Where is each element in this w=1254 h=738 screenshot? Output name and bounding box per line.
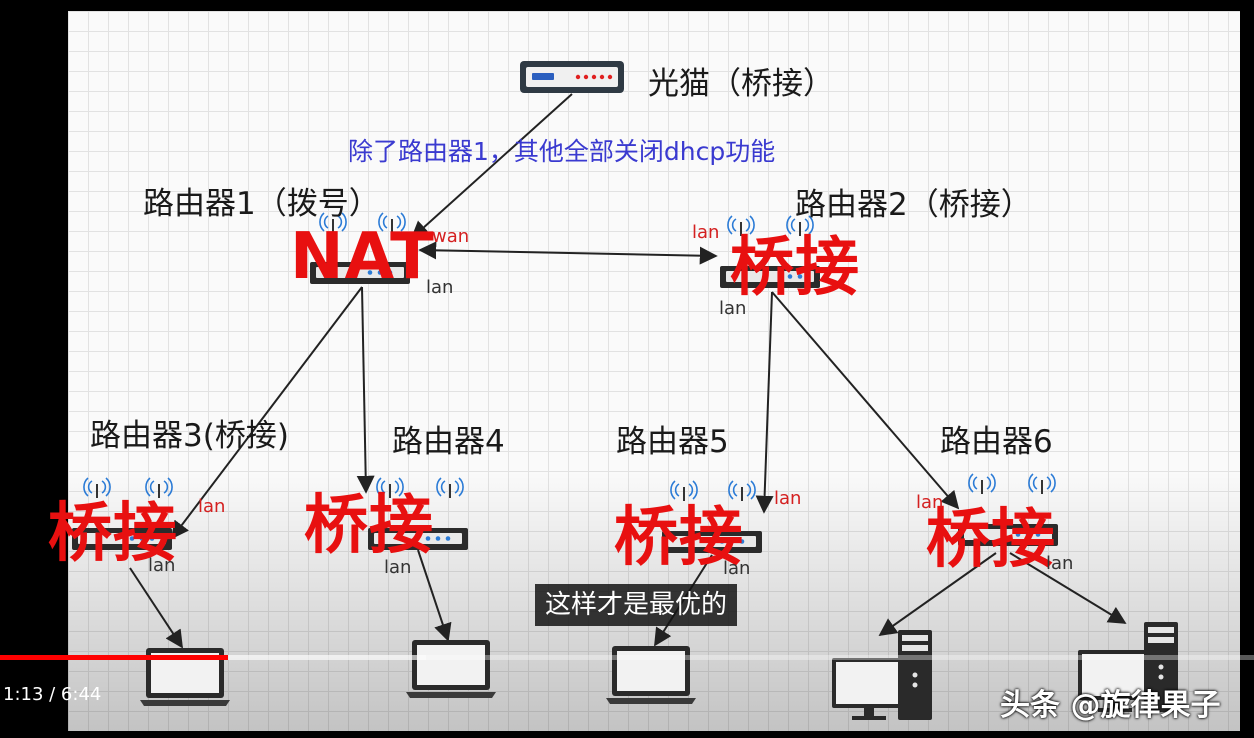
- router-1-wan-port: wan: [432, 226, 470, 247]
- desktop-icon: [832, 630, 932, 720]
- router-2-mode: 桥接: [730, 231, 860, 305]
- laptop-icon: [406, 640, 496, 698]
- router-4-mode: 桥接: [304, 489, 434, 563]
- router-2-lan-port-out: lan: [719, 298, 747, 319]
- router-5-mode: 桥接: [614, 501, 744, 575]
- watermark: 头条 @旋律果子: [1000, 688, 1221, 723]
- time-display: 1:13 / 6:44: [3, 684, 102, 705]
- whiteboard-frame: [68, 11, 1240, 731]
- router-1-title: 路由器1（拨号）: [143, 186, 380, 222]
- router-3-lan-port-in: lan: [198, 496, 226, 517]
- router-5-lan-port-in: lan: [774, 488, 802, 509]
- progress-played: [0, 655, 229, 660]
- router-5-lan-port-out: lan: [723, 558, 751, 579]
- router-5-title: 路由器5: [616, 424, 729, 460]
- router-2-lan-port-in: lan: [692, 222, 720, 243]
- dhcp-note: 除了路由器1，其他全部关闭dhcp功能: [348, 137, 776, 166]
- router-6-lan-port-out: lan: [1046, 553, 1074, 574]
- progress-bar[interactable]: [0, 655, 1254, 660]
- router-2-title: 路由器2（桥接）: [795, 187, 1032, 223]
- router-3-mode: 桥接: [48, 497, 178, 571]
- router-6-mode: 桥接: [926, 503, 1056, 577]
- router-1-lan-port: lan: [426, 277, 454, 298]
- modem-title: 光猫（桥接）: [648, 66, 834, 102]
- router-3-lan-port-out: lan: [148, 555, 176, 576]
- modem-icon: [520, 61, 624, 93]
- router-6-lan-port-in: lan: [916, 492, 944, 513]
- router-1-mode: NAT: [290, 220, 435, 294]
- video-subtitle: 这样才是最优的: [535, 584, 738, 626]
- router-4-lan-port: lan: [384, 557, 412, 578]
- router-4-title: 路由器4: [392, 424, 505, 460]
- router-6-title: 路由器6: [940, 424, 1053, 460]
- connection-arrows: [129, 93, 1127, 649]
- router-3-title: 路由器3(桥接): [90, 418, 289, 454]
